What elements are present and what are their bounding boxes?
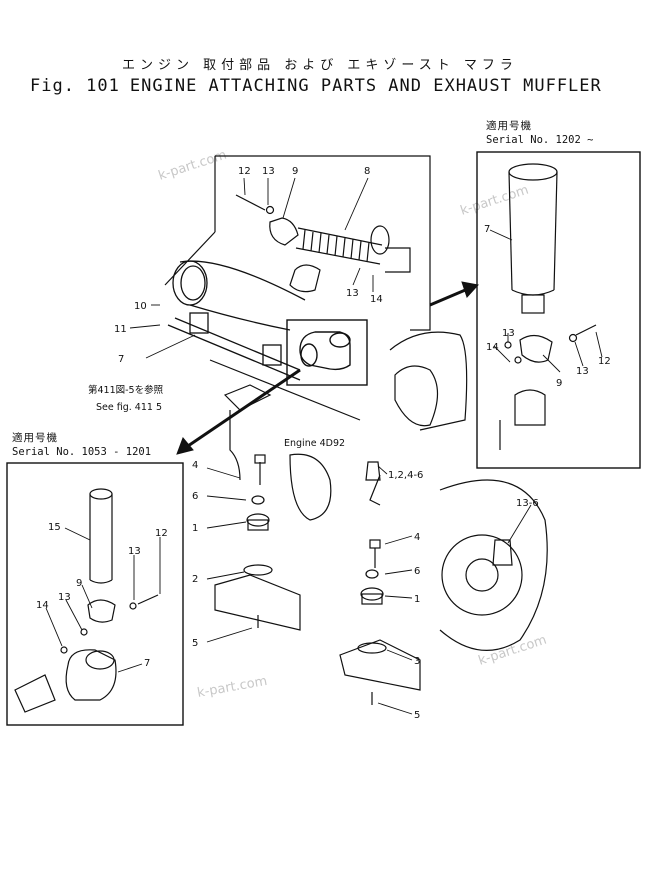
callout-label: 13 <box>128 546 141 557</box>
callout-label: 1,2,4-6 <box>388 470 423 481</box>
leader-lines <box>45 177 603 715</box>
annotations: 第411図-5を参照 See fig. 411 5 Engine 4D92 <box>88 384 345 449</box>
callout-label: 11 <box>114 324 127 335</box>
callout-label: 6 <box>414 566 420 577</box>
callout-label: 1 <box>414 594 420 605</box>
right-serial-label: 適用号機 Serial No. 1202 ~ <box>486 119 593 147</box>
callout-label: 13 <box>502 328 515 339</box>
callout-label: 2 <box>192 574 198 585</box>
left-serial-number: Serial No. 1053 - 1201 <box>12 446 152 458</box>
mount-parts <box>243 454 513 705</box>
right-serial-number: Serial No. 1202 ~ <box>486 134 594 146</box>
callout-label: 12 <box>238 166 251 177</box>
watermark-4: k-part.com <box>196 674 268 701</box>
callout-label: 14 <box>486 342 499 353</box>
callout-label: 12 <box>155 528 168 539</box>
callout-label: 10 <box>134 301 147 312</box>
callout-label: 13-6 <box>516 498 539 509</box>
callout-label: 13 <box>262 166 275 177</box>
callouts-right-inset: 7 13 14 9 13 12 <box>484 224 611 389</box>
callout-label: 13 <box>346 288 359 299</box>
callout-label: 14 <box>36 600 49 611</box>
callouts-top-inset: 12 13 9 8 13 14 <box>238 166 383 305</box>
callouts-main: 10 11 7 4 6 1 2 5 1,2,4-6 4 6 1 3 5 13-6 <box>114 301 539 721</box>
see-ref-jp: 第411図-5を参照 <box>88 384 164 396</box>
right-inset-muffler <box>499 163 597 450</box>
japanese-title: エンジン 取付部品 および エキゾースト マフラ <box>122 58 518 73</box>
inset-arrows <box>176 281 479 455</box>
right-inset-frame <box>476 151 641 469</box>
watermark-2: k-part.com <box>459 183 531 219</box>
figure-title: Fig. 101 ENGINE ATTACHING PARTS AND EXHAU… <box>30 76 602 96</box>
elbow-highlight-box <box>286 319 368 386</box>
left-inset-frame <box>6 462 184 726</box>
muffler-body <box>167 260 306 381</box>
figure-caption: ENGINE ATTACHING PARTS AND EXHAUST MUFFL… <box>129 76 602 96</box>
engine-outline <box>209 331 548 691</box>
figure-number: Fig. 101 <box>30 76 120 96</box>
see-ref-en: See fig. 411 5 <box>96 402 162 413</box>
callout-label: 4 <box>414 532 420 543</box>
callout-label: 5 <box>192 638 198 649</box>
callout-label: 12 <box>598 356 611 367</box>
callout-label: 15 <box>48 522 61 533</box>
flex-pipe <box>235 194 411 293</box>
callout-label: 1 <box>192 523 198 534</box>
callout-label: 3 <box>414 656 420 667</box>
left-serial-label: 適用号機 Serial No. 1053 - 1201 <box>12 431 151 459</box>
left-inset-muffler <box>14 488 159 713</box>
callout-label: 9 <box>292 166 298 177</box>
engine-label: Engine 4D92 <box>284 438 345 449</box>
watermark-1: k-part.com <box>157 148 229 184</box>
left-serial-jp: 適用号機 <box>12 432 58 444</box>
callout-label: 13 <box>576 366 589 377</box>
callout-label: 9 <box>556 378 562 389</box>
callout-label: 7 <box>484 224 490 235</box>
callout-label: 4 <box>192 460 198 471</box>
callout-label: 8 <box>364 166 370 177</box>
callout-label: 6 <box>192 491 198 502</box>
callout-label: 7 <box>118 354 124 365</box>
callout-label: 14 <box>370 294 383 305</box>
callouts-left-inset: 15 12 13 9 13 14 7 <box>36 522 168 669</box>
callout-label: 9 <box>76 578 82 589</box>
right-serial-jp: 適用号機 <box>486 120 532 132</box>
top-inset-frame <box>164 155 431 331</box>
callout-label: 5 <box>414 710 420 721</box>
callout-label: 13 <box>58 592 71 603</box>
callout-label: 7 <box>144 658 150 669</box>
